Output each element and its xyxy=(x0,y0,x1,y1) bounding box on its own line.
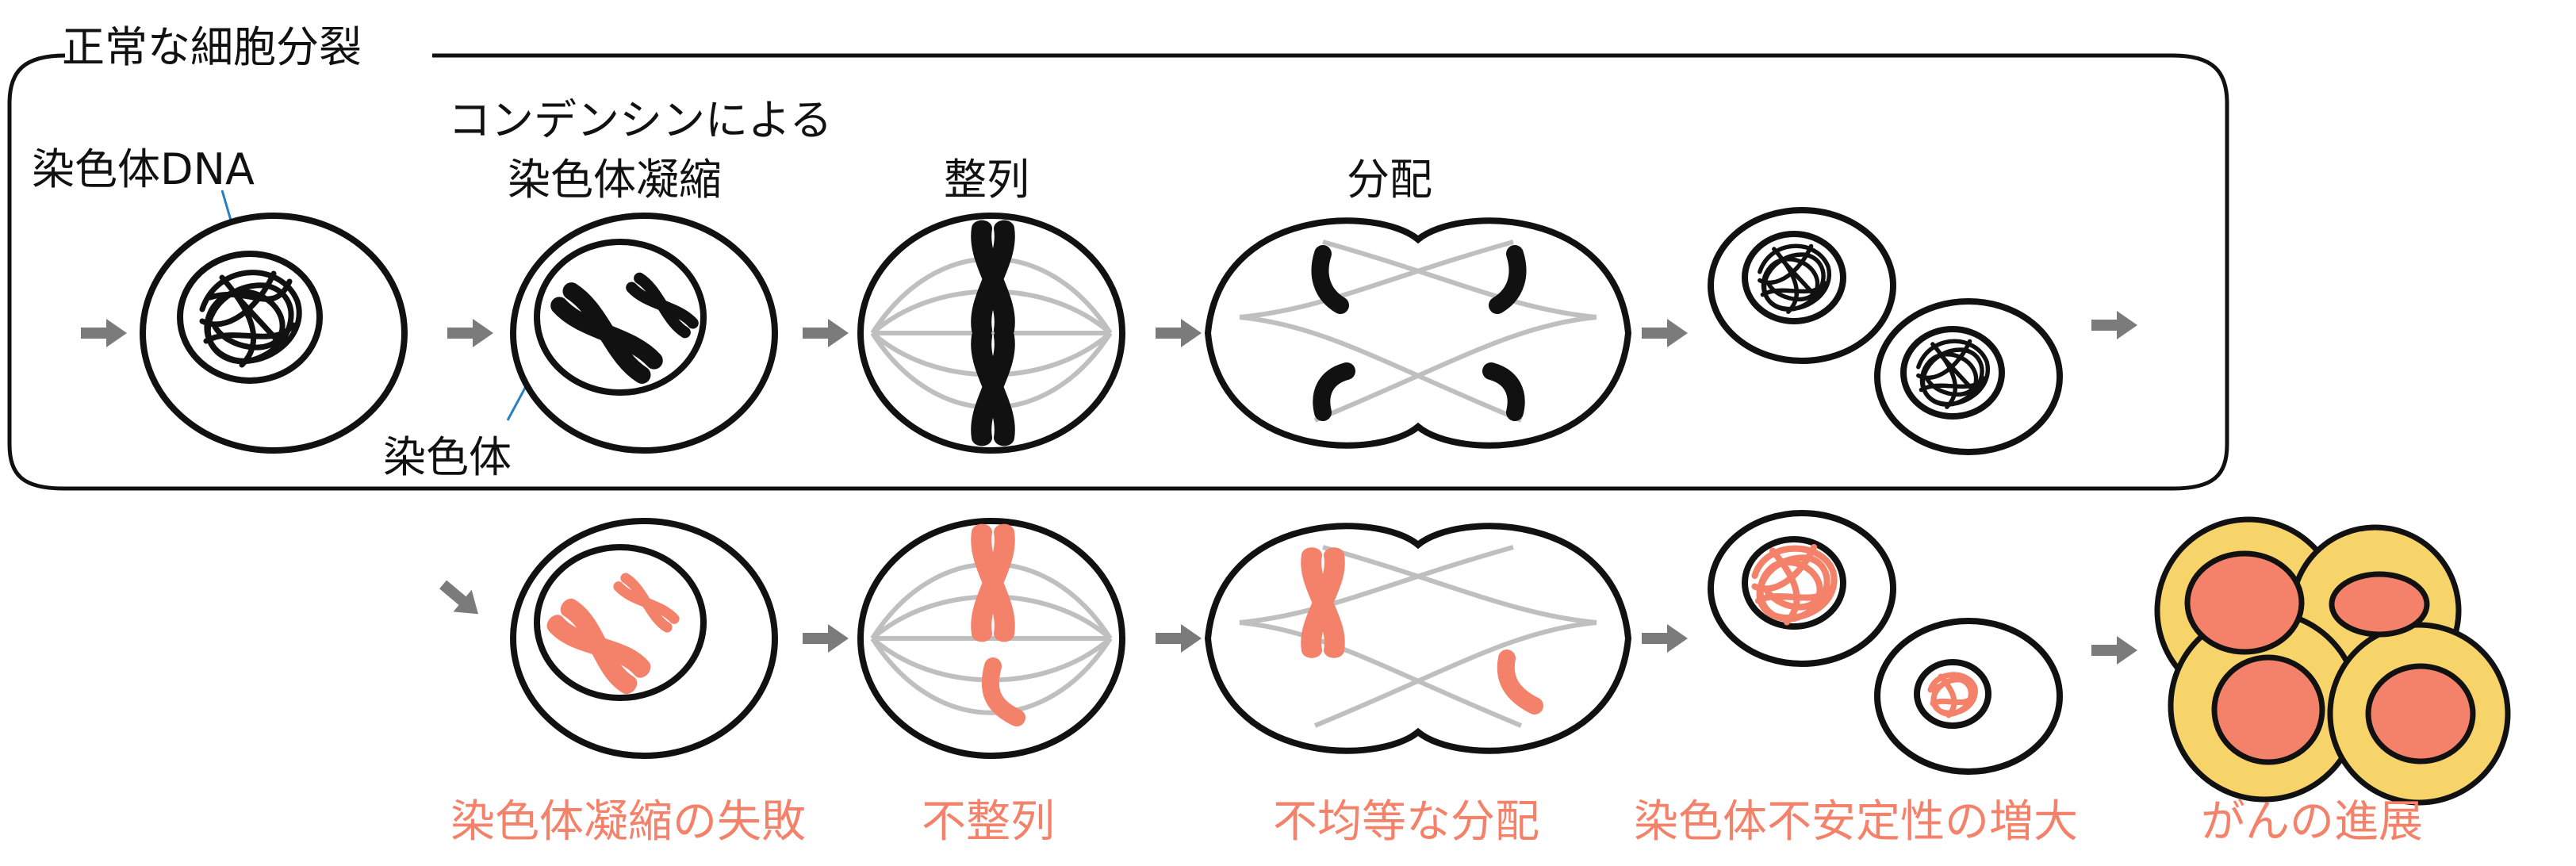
cell-interphase xyxy=(140,213,408,454)
normal-division-title: 正常な細胞分裂 xyxy=(62,22,362,72)
label-chromosome-dna: 染色体DNA xyxy=(32,144,255,194)
label-chromosome: 染色体 xyxy=(383,432,512,482)
cell-unequal-segregation xyxy=(1208,526,1628,750)
right-arrow-icon xyxy=(447,319,493,347)
down-right-arrow-icon xyxy=(433,573,488,626)
daughter-cells-abnormal xyxy=(1708,510,2063,775)
cell-condensation-failure xyxy=(510,518,778,759)
label-condensin-line2: 染色体凝縮 xyxy=(508,155,722,205)
cell-misalignment xyxy=(857,518,1125,759)
right-arrow-icon xyxy=(803,624,849,653)
right-arrow-icon xyxy=(81,319,127,347)
label-chromosome-instability: 染色体不安定性の増大 xyxy=(1634,796,2078,848)
right-arrow-icon xyxy=(1156,319,1202,347)
cell-condensation xyxy=(510,213,778,454)
right-arrow-icon xyxy=(803,319,849,347)
label-cancer-progression: がんの進展 xyxy=(2201,796,2423,848)
cell-anaphase xyxy=(1208,220,1628,445)
label-misalignment: 不整列 xyxy=(922,796,1055,848)
label-alignment: 整列 xyxy=(944,155,1029,205)
cell-metaphase xyxy=(857,213,1125,454)
right-arrow-icon xyxy=(2091,311,2137,339)
cancer-cell-cluster xyxy=(2154,516,2511,806)
right-arrow-icon xyxy=(1156,624,1202,653)
normal-division-box: 正常な細胞分裂 xyxy=(7,22,2229,491)
right-arrow-icon xyxy=(1642,319,1688,347)
label-unequal-segregation: 不均等な分配 xyxy=(1273,796,1539,848)
label-segregation: 分配 xyxy=(1347,155,1432,205)
label-condensation-failure: 染色体凝縮の失敗 xyxy=(450,796,806,848)
label-condensin-line1: コンデンシンによる xyxy=(448,95,832,145)
right-arrow-icon xyxy=(1642,624,1688,653)
daughter-cells xyxy=(1708,207,2063,455)
right-arrow-icon xyxy=(2091,636,2137,665)
